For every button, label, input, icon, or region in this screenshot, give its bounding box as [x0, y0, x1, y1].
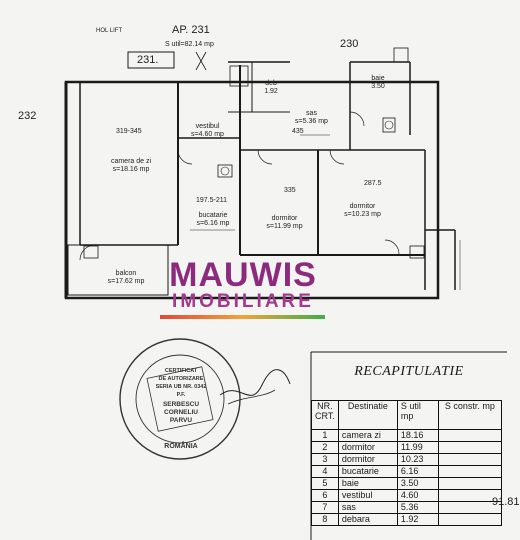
- neighbor-230-label: 230: [340, 38, 359, 50]
- dim-435: 435: [292, 128, 304, 135]
- dim-335: 335: [284, 187, 296, 194]
- recap-table-section: RECAPITULATIE NR. CRT. Destinatie S util…: [311, 358, 520, 540]
- lift-label: HOL LIFT: [96, 28, 123, 34]
- dim-287-5: 287.5: [364, 180, 382, 187]
- apartment-title: AP. 231: [172, 24, 210, 36]
- recap-title: RECAPITULATIE: [354, 364, 464, 379]
- floor-plan-drawing: [64, 47, 507, 540]
- logo-brand-text: MAUWIS: [169, 256, 317, 294]
- dim-319-345: 319-345: [116, 128, 142, 135]
- apartment-number-box: 231.: [137, 54, 159, 66]
- cadastre-stamp: CERTIFICAT DE AUTORIZARE SERIA UB NR. 03…: [155, 368, 207, 450]
- constructed-area-total: 91.81: [492, 496, 520, 508]
- useful-area-label: S util=82.14 mp: [165, 41, 214, 48]
- agency-logo: MAUWIS IMOBILIARE: [158, 255, 338, 325]
- neighbor-232-label: 232: [18, 110, 37, 122]
- logo-color-bar: [160, 315, 325, 319]
- dim-197-5-211: 197.5-211: [196, 197, 228, 204]
- recap-header-row: NR. CRT. Destinatie S util mp S constr. …: [311, 400, 502, 430]
- logo-sub-text: IMOBILIARE: [172, 291, 314, 312]
- recap-table: NR. CRT. Destinatie S util mp S constr. …: [311, 400, 502, 526]
- floor-plan-page: HOL LIFT AP. 231 S util=82.14 mp 230 232…: [18, 24, 520, 540]
